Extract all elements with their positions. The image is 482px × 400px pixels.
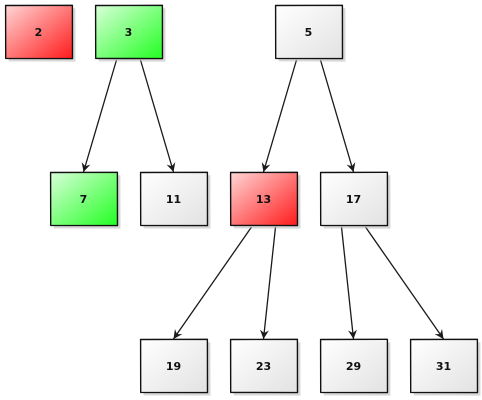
edge-n3-n7 bbox=[81, 59, 118, 173]
edge-n5-n13 bbox=[261, 59, 298, 173]
node-label: 29 bbox=[346, 360, 361, 373]
node-11: 11 bbox=[139, 171, 211, 229]
node-box bbox=[409, 338, 479, 394]
node-label: 17 bbox=[346, 193, 361, 206]
edge-n13-n19 bbox=[172, 226, 253, 340]
edge-n3-n11 bbox=[139, 59, 176, 173]
node-box bbox=[94, 4, 164, 60]
node-label: 5 bbox=[305, 26, 313, 39]
node-box bbox=[229, 338, 299, 394]
node-box bbox=[319, 338, 389, 394]
node-label: 23 bbox=[256, 360, 271, 373]
edge-n17-n31 bbox=[364, 226, 445, 340]
node-box bbox=[319, 171, 389, 227]
edge-n13-n23 bbox=[259, 226, 277, 340]
node-19: 19 bbox=[139, 338, 211, 396]
node-box bbox=[229, 171, 299, 227]
node-box bbox=[49, 171, 119, 227]
node-2: 2 bbox=[4, 4, 76, 62]
node-box bbox=[139, 338, 209, 394]
node-13: 13 bbox=[229, 171, 301, 229]
node-label: 3 bbox=[125, 26, 133, 39]
node-31: 31 bbox=[409, 338, 481, 396]
node-box bbox=[139, 171, 209, 227]
node-label: 11 bbox=[166, 193, 181, 206]
node-17: 17 bbox=[319, 171, 391, 229]
node-label: 2 bbox=[35, 26, 43, 39]
node-label: 7 bbox=[80, 193, 88, 206]
node-label: 31 bbox=[436, 360, 451, 373]
node-5: 5 bbox=[274, 4, 346, 62]
node-3: 3 bbox=[94, 4, 166, 62]
edge-n5-n17 bbox=[319, 59, 356, 173]
node-29: 29 bbox=[319, 338, 391, 396]
node-box bbox=[274, 4, 344, 60]
edges-layer bbox=[81, 59, 445, 340]
node-box bbox=[4, 4, 74, 60]
node-7: 7 bbox=[49, 171, 121, 229]
edge-n17-n29 bbox=[340, 226, 358, 340]
node-label: 13 bbox=[256, 193, 271, 206]
node-23: 23 bbox=[229, 338, 301, 396]
node-label: 19 bbox=[166, 360, 181, 373]
